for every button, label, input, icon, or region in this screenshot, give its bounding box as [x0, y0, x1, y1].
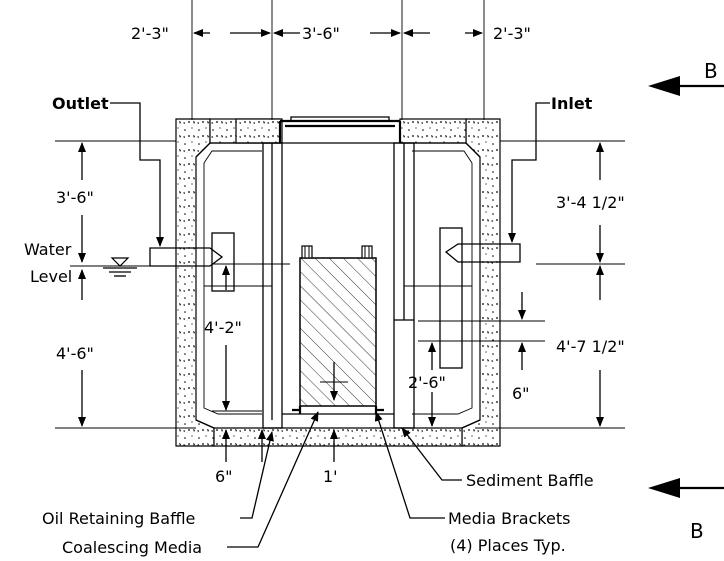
- leader-lines: [110, 102, 550, 548]
- dim-right-small: 6": [512, 384, 530, 403]
- dim-left-lower: 4'-6": [56, 344, 94, 363]
- dim-inner-right: 2'-6": [408, 373, 446, 392]
- right-wall: [461, 118, 501, 447]
- outlet-pipe: [149, 232, 235, 292]
- dim-left-upper: 3'-6": [56, 188, 94, 207]
- coalescing-media-block: [292, 245, 384, 414]
- dim-top-center: 3'-6": [302, 24, 340, 43]
- inlet-label: Inlet: [551, 94, 593, 113]
- sediment-baffle-label: Sediment Baffle: [466, 471, 594, 490]
- dim-right-upper: 3'-4 1/2": [556, 193, 625, 212]
- section-label-bottom: B: [690, 519, 704, 543]
- media-brackets-label-line2: (4) Places Typ.: [450, 536, 566, 555]
- dim-bottom-left: 6": [215, 467, 233, 486]
- water-level-symbol: [70, 257, 150, 277]
- dim-right-lower: 4'-7 1/2": [556, 337, 625, 356]
- bottom-slab: [213, 427, 463, 447]
- oil-retaining-baffle-label: Oil Retaining Baffle: [42, 509, 195, 528]
- dim-top-right: 2'-3": [493, 24, 531, 43]
- water-level-line2: Level: [30, 267, 72, 286]
- manhole-frame: [278, 119, 402, 143]
- section-label-top: B: [704, 59, 718, 83]
- dimension-lines: [55, 0, 625, 462]
- left-wall: [175, 118, 215, 447]
- top-slab-right: [399, 118, 467, 144]
- media-brackets-label-line1: Media Brackets: [448, 509, 570, 528]
- top-slab-mid-left: [235, 118, 283, 144]
- dim-top-left: 2'-3": [131, 24, 169, 43]
- dim-inner-left: 4'-2": [204, 318, 242, 337]
- outlet-label: Outlet: [52, 94, 109, 113]
- inlet-pipe: [439, 227, 521, 369]
- vault-structure: [175, 116, 501, 447]
- coalescing-media-label: Coalescing Media: [62, 538, 202, 557]
- section-marks: [648, 76, 724, 498]
- water-level-line1: Water: [24, 240, 72, 259]
- dim-bottom-center: 1': [323, 467, 338, 486]
- baffles: [262, 142, 415, 429]
- text-labels: 2'-3" 3'-6" 2'-3" Outlet Inlet 3'-6" Wat…: [24, 24, 718, 557]
